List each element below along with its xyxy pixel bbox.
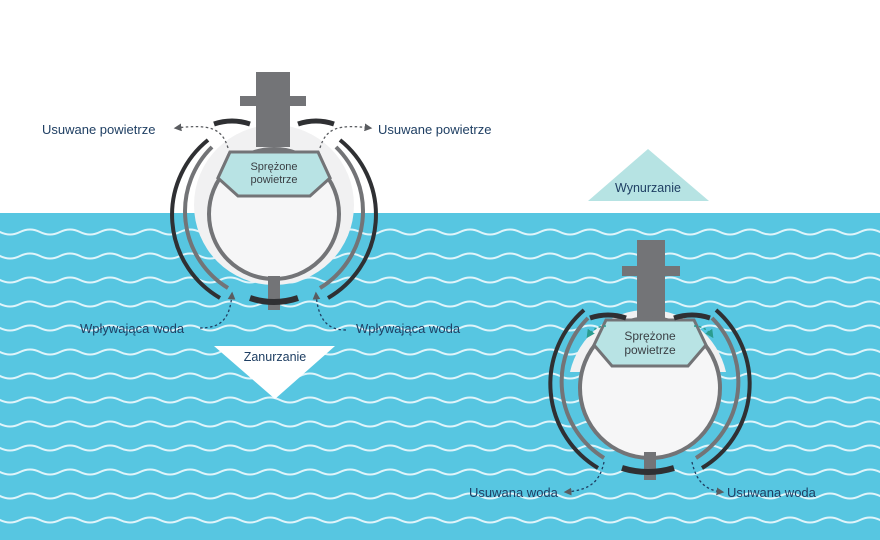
arrow-air-in-left: [586, 325, 607, 339]
flood-valve-left: [249, 295, 299, 305]
tower-crossbar-right: [622, 266, 680, 276]
vent-valve-left: [213, 118, 251, 127]
arrow-water-in-right: [312, 291, 347, 331]
removed-water-label-left: Usuwana woda: [469, 485, 559, 500]
compressed-air-label-left-2: powietrze: [250, 174, 297, 186]
wave-line-0: [0, 228, 880, 236]
vent-valve-right: [297, 118, 335, 127]
arrow-water-out-right: [691, 461, 725, 496]
conning-tower-left: [256, 72, 290, 147]
outer-hull-right-arc: [318, 145, 365, 290]
wave-line-1: [0, 252, 880, 260]
wave-line-10: [0, 468, 880, 476]
wave-line-7: [0, 396, 880, 404]
removed-air-label-right: Usuwane powietrze: [378, 122, 491, 137]
vent-valve-right-sub-right: [673, 312, 711, 321]
wave-line-4: [0, 324, 880, 332]
outer-hull-right-sub-left: [559, 316, 606, 460]
diving-label: Zanurzanie: [244, 350, 307, 364]
arrow-air-out-right: [319, 123, 373, 149]
compressed-air-tank-right: [592, 318, 708, 368]
inflowing-water-label-right: Wpływająca woda: [356, 321, 461, 336]
submarine-diving: Sprężone powietrze: [170, 72, 378, 331]
wave-line-9: [0, 444, 880, 452]
arrow-water-out-left: [563, 461, 605, 496]
arrow-air-out-left: [173, 123, 229, 149]
compressed-air-label-right-1: Sprężone: [624, 329, 676, 343]
wave-line-8: [0, 420, 880, 428]
wave-line-2: [0, 276, 880, 284]
removed-air-label-left: Usuwane powietrze: [42, 122, 155, 137]
wave-lines: [0, 228, 880, 524]
inflowing-water-label-left: Wpływająca woda: [80, 321, 185, 336]
vent-valve-right-sub-left: [589, 312, 627, 321]
outer-hull-right-sub-left-dark: [548, 308, 600, 470]
wave-line-12: [0, 516, 880, 524]
surfacing-triangle: [588, 149, 709, 201]
wave-line-6: [0, 372, 880, 380]
conning-tower-right: [637, 240, 665, 320]
outer-hull-left-arc: [183, 145, 230, 290]
submarine-surfacing: Sprężone powietrze: [548, 240, 752, 496]
compressed-air-tank-left-front: [216, 150, 332, 198]
keel-right: [644, 452, 656, 480]
diving-triangle: [214, 346, 335, 399]
outer-hull-right-sub-right-dark: [700, 308, 752, 470]
wave-line-3: [0, 300, 880, 308]
outer-hull-right-dark: [326, 138, 378, 300]
flood-valve-right: [621, 465, 675, 475]
arrow-water-in-left: [199, 291, 236, 329]
removed-water-label-right: Usuwana woda: [727, 485, 817, 500]
compressed-air-label-left-1: Sprężone: [250, 161, 297, 173]
outer-hull-left-dark: [170, 138, 222, 300]
compressed-air-label-right-2: powietrze: [624, 343, 676, 357]
wave-line-5: [0, 348, 880, 356]
wave-line-11: [0, 492, 880, 500]
surfacing-label: Wynurzanie: [615, 181, 681, 195]
tower-crossbar-left: [240, 96, 306, 106]
arrow-air-in-right: [693, 325, 714, 339]
outer-hull-right-sub-right: [694, 316, 741, 460]
